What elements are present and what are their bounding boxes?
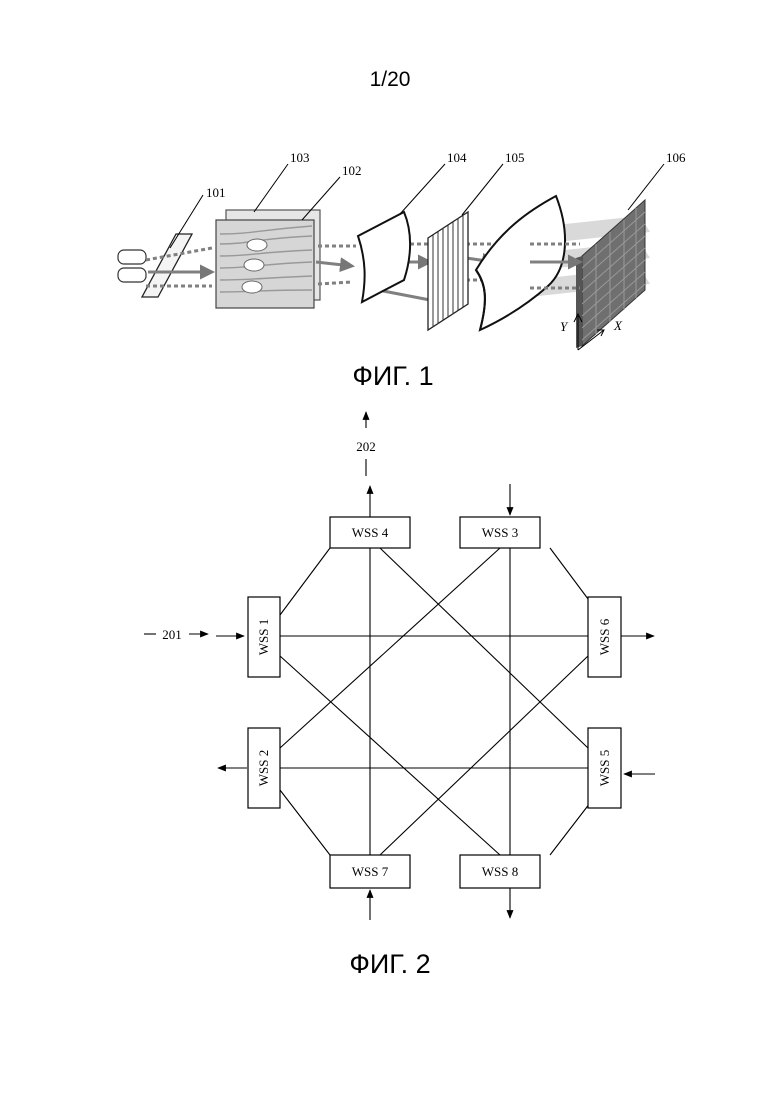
wss-5-label: WSS 5 bbox=[597, 750, 612, 786]
wss-6-node: WSS 6 bbox=[588, 597, 621, 677]
wss-5-node: WSS 5 bbox=[588, 728, 621, 808]
wss-3-node: WSS 3 bbox=[460, 517, 540, 548]
wss-2-node: WSS 2 bbox=[248, 728, 280, 808]
interconnect-lines bbox=[280, 548, 600, 855]
wss-7-node: WSS 7 bbox=[330, 855, 410, 888]
wss-3-label: WSS 3 bbox=[482, 525, 518, 540]
external-arrows bbox=[144, 412, 655, 920]
wss-4-label: WSS 4 bbox=[352, 525, 389, 540]
wss-2-label: WSS 2 bbox=[256, 750, 271, 786]
wss-4-node: WSS 4 bbox=[330, 517, 410, 548]
label-202: 202 bbox=[356, 439, 376, 454]
wss-7-label: WSS 7 bbox=[352, 864, 389, 879]
label-201: 201 bbox=[162, 627, 182, 642]
wss-8-node: WSS 8 bbox=[460, 855, 540, 888]
wss-6-label: WSS 6 bbox=[597, 618, 612, 655]
wss-1-label: WSS 1 bbox=[256, 619, 271, 655]
wss-8-label: WSS 8 bbox=[482, 864, 518, 879]
wss-1-node: WSS 1 bbox=[248, 597, 280, 677]
figure-2-caption: ФИГ. 2 bbox=[0, 949, 780, 980]
